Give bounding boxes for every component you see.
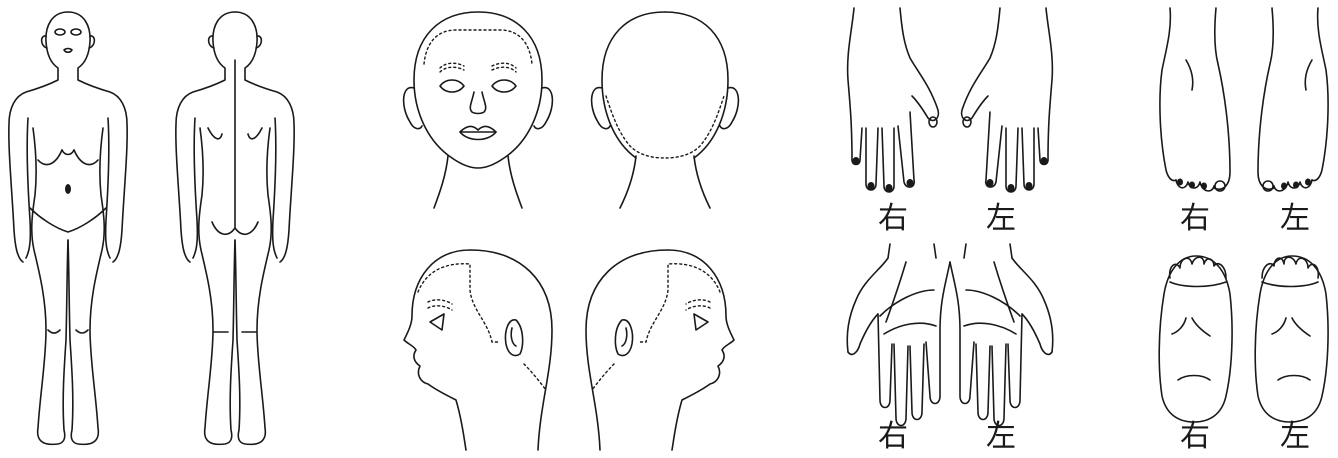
- body-back-figure: [176, 12, 294, 444]
- feet-top-left-label: 左: [1280, 204, 1310, 234]
- head-front-figure: [404, 12, 553, 208]
- head-back-figure: [592, 12, 739, 208]
- body-front-figure: [9, 12, 127, 444]
- feet-sole-right-label: 右: [1180, 422, 1210, 452]
- feet-sole-left-label: 左: [1280, 422, 1310, 452]
- hands-back-right-label: 右: [878, 204, 908, 234]
- hands-palm-figure: [847, 244, 1052, 426]
- hands-palm-right-label: 右: [878, 422, 908, 452]
- hands-back-left-label: 左: [986, 204, 1016, 234]
- feet-top-right-label: 右: [1180, 204, 1210, 234]
- feet-sole-figure: [1159, 256, 1328, 422]
- head-left-profile-figure: [404, 250, 552, 450]
- hands-palm-left-label: 左: [986, 422, 1016, 452]
- hands-back-figure: [848, 8, 1053, 192]
- feet-top-figure: [1160, 8, 1328, 191]
- head-right-profile-figure: [586, 250, 734, 450]
